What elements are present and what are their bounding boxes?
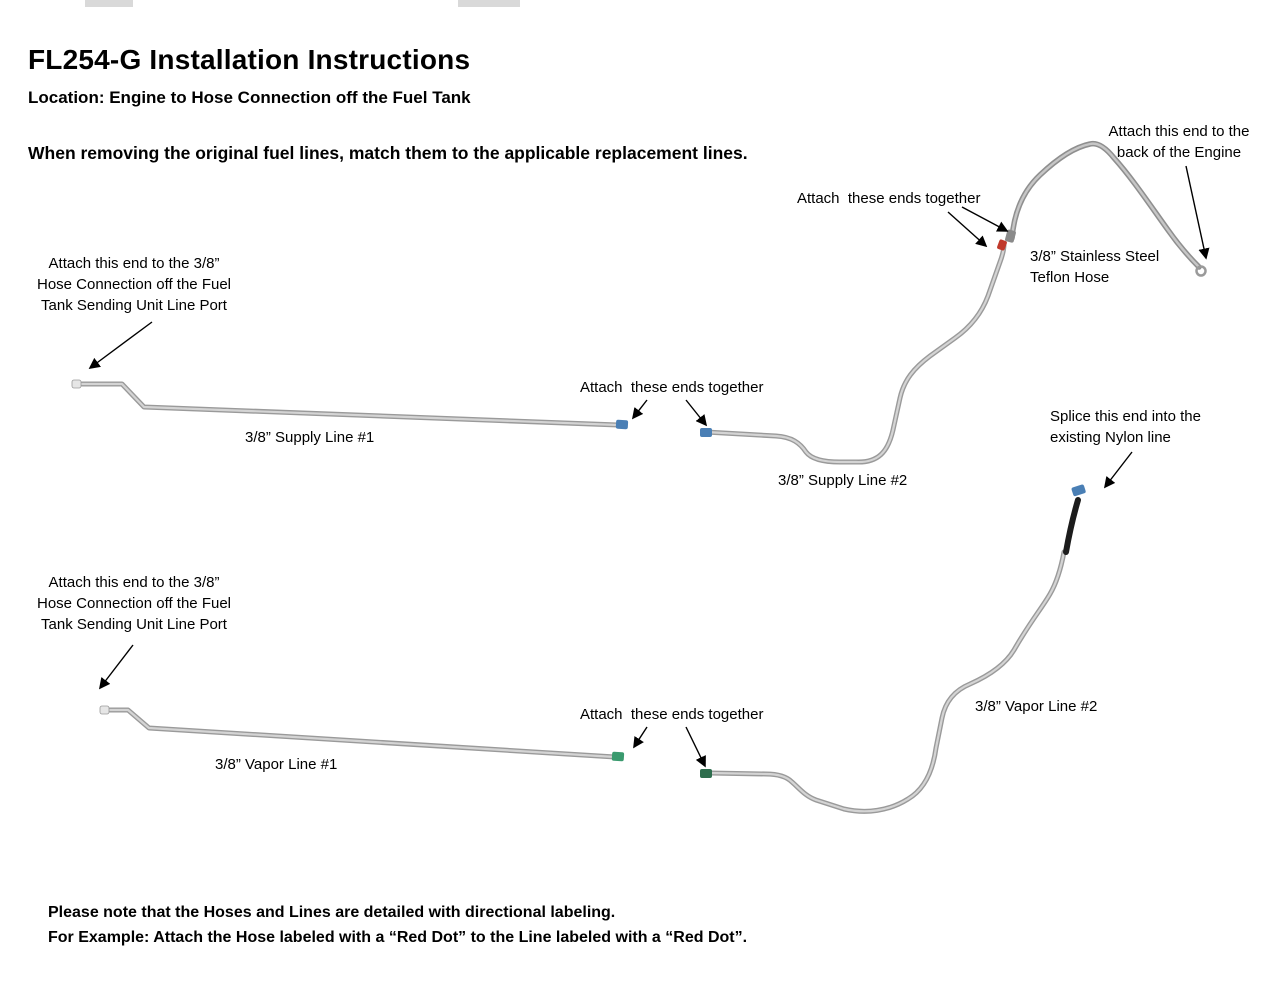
location-subtitle: Location: Engine to Hose Connection off … (28, 88, 471, 107)
vapor-line-1-start-cap (99, 705, 110, 715)
arrow-hose-join-left (947, 211, 988, 248)
callout-engine-end-line2: back of the Engine (1116, 144, 1242, 161)
footer-note-line2: For Example: Attach the Hose labeled wit… (48, 929, 748, 946)
callout-splice-end: Splice this end into the existing Nylon … (1050, 406, 1201, 448)
arrow-vapor-join-right (685, 726, 706, 768)
supply-line-2-end-fitting-red (997, 239, 1007, 251)
supply-line-2-art (700, 239, 1007, 465)
supply-line-1-art (71, 379, 629, 430)
top-edge-artifact-1 (85, 0, 133, 7)
arrow-vapor-join-left (633, 726, 648, 749)
supply-line-1-end-fitting-blue (615, 419, 629, 430)
intro-instruction: When removing the original fuel lines, m… (28, 143, 748, 163)
callout-splice-end-line1: Splice this end into the (1050, 408, 1201, 425)
callout-attach-together-vapor: Attach these ends together (580, 706, 764, 723)
label-teflon-hose-line1: 3/8” Stainless Steel (1030, 248, 1160, 265)
vapor-line-1-art (99, 705, 625, 762)
callout-supply-tank-end-line3: Tank Sending Unit Line Port (41, 297, 227, 314)
callout-splice-end-line2: existing Nylon line (1050, 429, 1171, 446)
callout-attach-together-hose: Attach these ends together (797, 190, 981, 207)
callout-supply-tank-end: Attach this end to the 3/8” Hose Connect… (28, 253, 240, 316)
callout-vapor-tank-end-line1: Attach this end to the 3/8” (48, 574, 220, 591)
label-teflon-hose: 3/8” Stainless Steel Teflon Hose (1030, 246, 1159, 288)
arrow-hose-join-right (961, 206, 1009, 232)
callout-supply-tank-end-line1: Attach this end to the 3/8” (48, 255, 220, 272)
label-supply-line-1: 3/8” Supply Line #1 (245, 429, 375, 446)
page-title: FL254-G Installation Instructions (28, 44, 471, 75)
arrow-vapor-tank-end (98, 644, 134, 690)
vapor-line-2-art (700, 484, 1086, 814)
supply-line-2-start-fitting-blue (700, 428, 712, 437)
teflon-hose-art (1005, 140, 1207, 277)
label-supply-line-2: 3/8” Supply Line #2 (778, 472, 908, 489)
callout-engine-end-line1: Attach this end to the (1108, 123, 1250, 140)
label-vapor-line-1: 3/8” Vapor Line #1 (215, 756, 338, 773)
arrow-supply-join-right (685, 399, 708, 427)
callout-vapor-tank-end-line3: Tank Sending Unit Line Port (41, 616, 227, 633)
label-vapor-line-2: 3/8” Vapor Line #2 (975, 698, 1098, 715)
callout-engine-end: Attach this end to the back of the Engin… (1096, 121, 1262, 163)
callout-vapor-tank-end-line2: Hose Connection off the Fuel (36, 595, 231, 612)
arrow-supply-tank-end (88, 321, 153, 370)
callout-arrows (88, 165, 1210, 768)
footer-notes: Please note that the Hoses and Lines are… (48, 900, 747, 950)
arrow-engine-end (1185, 165, 1210, 260)
footer-note-line1: Please note that the Hoses and Lines are… (48, 904, 616, 921)
callout-attach-together-supply: Attach these ends together (580, 379, 764, 396)
arrow-supply-join-left (631, 399, 648, 420)
vapor-line-2-start-fitting-green (700, 769, 712, 778)
vapor-line-2-black-hose-segment (1063, 497, 1081, 555)
callout-supply-tank-end-line2: Hose Connection off the Fuel (36, 276, 231, 293)
label-teflon-hose-line2: Teflon Hose (1030, 269, 1110, 286)
supply-line-1-start-cap (71, 379, 82, 389)
vapor-line-2-splice-fitting-blue (1071, 484, 1086, 497)
vapor-line-1-end-fitting-green (611, 751, 625, 762)
callout-vapor-tank-end: Attach this end to the 3/8” Hose Connect… (28, 572, 240, 635)
teflon-hose-engine-end-loop (1195, 265, 1207, 277)
arrow-splice-end (1103, 451, 1133, 489)
top-edge-artifact-2 (458, 0, 520, 7)
teflon-hose-lower-end-fitting (1005, 229, 1016, 243)
